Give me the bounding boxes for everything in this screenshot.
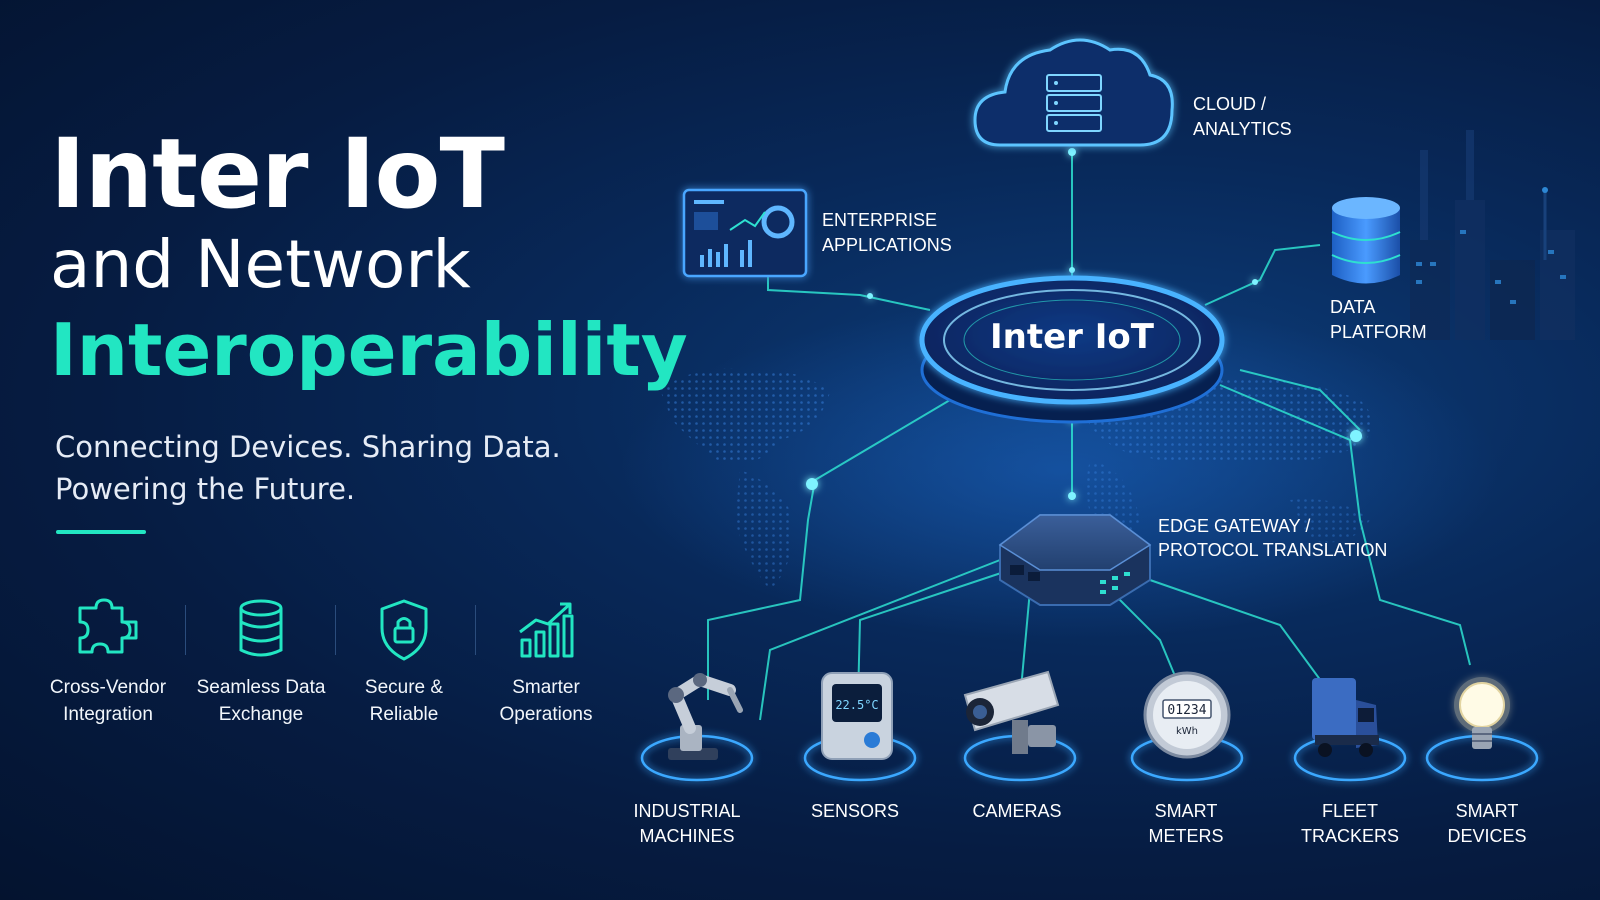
title-line-3: Interoperability — [50, 308, 688, 392]
title-line-2: and Network — [50, 226, 471, 303]
cloud-server-icon — [973, 38, 1174, 147]
feature-seamless-data: Seamless Data Exchange — [191, 598, 331, 728]
gateway-label-line1: EDGE GATEWAY / — [1158, 516, 1310, 536]
feature-label-line1: Smarter — [512, 677, 580, 698]
device-rings — [640, 734, 1539, 782]
robot-arm-icon — [668, 673, 743, 760]
device-label-industrial-2: MACHINES — [639, 826, 734, 846]
meter-unit: kWh — [1176, 726, 1198, 737]
feature-label-line1: Cross-Vendor — [49, 677, 167, 698]
device-labels: INDUSTRIAL MACHINES SENSORS CAMERAS SMAR… — [633, 801, 1526, 846]
camera-icon — [963, 670, 1060, 754]
cloud-label-line1: CLOUD / — [1193, 94, 1266, 114]
gateway-box-icon — [998, 514, 1152, 606]
subtitle-line-2: Powering the Future. — [55, 472, 356, 506]
cloud-label-line2: ANALYTICS — [1193, 119, 1292, 139]
feature-label-line2: Reliable — [369, 704, 439, 725]
feature-divider — [335, 605, 336, 655]
accent-divider — [56, 530, 146, 534]
device-label-industrial-1: INDUSTRIAL — [633, 801, 740, 821]
feature-divider — [185, 605, 186, 655]
device-label-fleet-1: FLEET — [1322, 801, 1378, 821]
connection-nodes — [806, 148, 1362, 500]
enterprise-label-line1: ENTERPRISE — [822, 210, 937, 230]
bar-chart-up-icon — [519, 602, 574, 658]
feature-smarter-ops: Smarter Operations — [476, 598, 616, 728]
feature-label-line2: Integration — [63, 704, 153, 725]
connection-lines — [707, 152, 1471, 721]
database-cylinder-icon — [1331, 197, 1401, 284]
lightbulb-icon — [1454, 677, 1510, 749]
device-label-meters-2: METERS — [1148, 826, 1223, 846]
feature-label-line1: Seamless Data — [196, 677, 326, 698]
feature-secure: Secure & Reliable — [334, 598, 474, 728]
meter-reading: 01234 — [1167, 703, 1206, 718]
feature-cross-vendor: Cross-Vendor Integration — [38, 598, 178, 728]
world-map — [620, 300, 1500, 640]
dashboard-icon — [682, 188, 808, 278]
city-skyline — [1410, 130, 1575, 340]
data-platform-label-line1: DATA — [1330, 297, 1375, 317]
inter-iot-hub: Inter IoT — [919, 275, 1225, 424]
feature-divider — [475, 605, 476, 655]
sensor-icon: 22.5°C — [821, 672, 893, 760]
device-label-smart-1: SMART — [1456, 801, 1519, 821]
feature-label-line1: Secure & — [364, 677, 444, 698]
sensor-reading: 22.5°C — [835, 698, 878, 712]
device-label-fleet-2: TRACKERS — [1301, 826, 1399, 846]
shield-lock-icon — [380, 599, 428, 661]
enterprise-label-line2: APPLICATIONS — [822, 235, 952, 255]
device-label-smart-2: DEVICES — [1447, 826, 1526, 846]
data-platform-label-line2: PLATFORM — [1330, 322, 1427, 342]
subtitle-line-1: Connecting Devices. Sharing Data. — [55, 430, 561, 464]
hub-label: Inter IoT — [990, 317, 1155, 357]
database-icon — [239, 599, 283, 657]
truck-icon — [1312, 678, 1379, 757]
gateway-label-line2: PROTOCOL TRANSLATION — [1158, 540, 1387, 560]
puzzle-icon — [78, 598, 138, 654]
device-label-sensors: SENSORS — [811, 801, 899, 821]
feature-label-line2: Operations — [499, 704, 593, 725]
device-label-cameras: CAMERAS — [972, 801, 1061, 821]
title-line-1: Inter IoT — [50, 118, 505, 230]
device-label-meters-1: SMART — [1155, 801, 1218, 821]
feature-label-line2: Exchange — [218, 704, 304, 725]
meter-icon: 01234 kWh — [1143, 671, 1231, 759]
